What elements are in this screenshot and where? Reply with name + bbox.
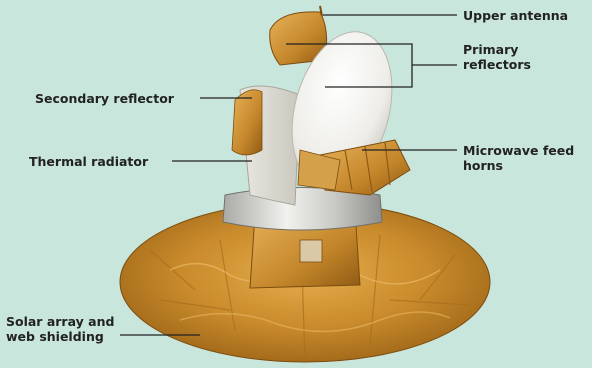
label-secondary-reflector: Secondary reflector: [35, 91, 174, 106]
label-microwave-feed-horns-line2: horns: [463, 158, 574, 173]
label-solar-array-line2: web shielding: [6, 329, 114, 344]
label-microwave-feed-horns: Microwave feed horns: [463, 143, 574, 173]
label-upper-antenna: Upper antenna: [463, 8, 568, 23]
label-thermal-radiator: Thermal radiator: [29, 154, 148, 169]
label-primary-reflectors: Primary reflectors: [463, 42, 531, 72]
label-microwave-feed-horns-line1: Microwave feed: [463, 143, 574, 158]
label-primary-reflectors-line1: Primary: [463, 42, 531, 57]
label-solar-array: Solar array and web shielding: [6, 314, 114, 344]
label-solar-array-line1: Solar array and: [6, 314, 114, 329]
label-primary-reflectors-line2: reflectors: [463, 57, 531, 72]
secondary-reflector: [232, 90, 262, 155]
